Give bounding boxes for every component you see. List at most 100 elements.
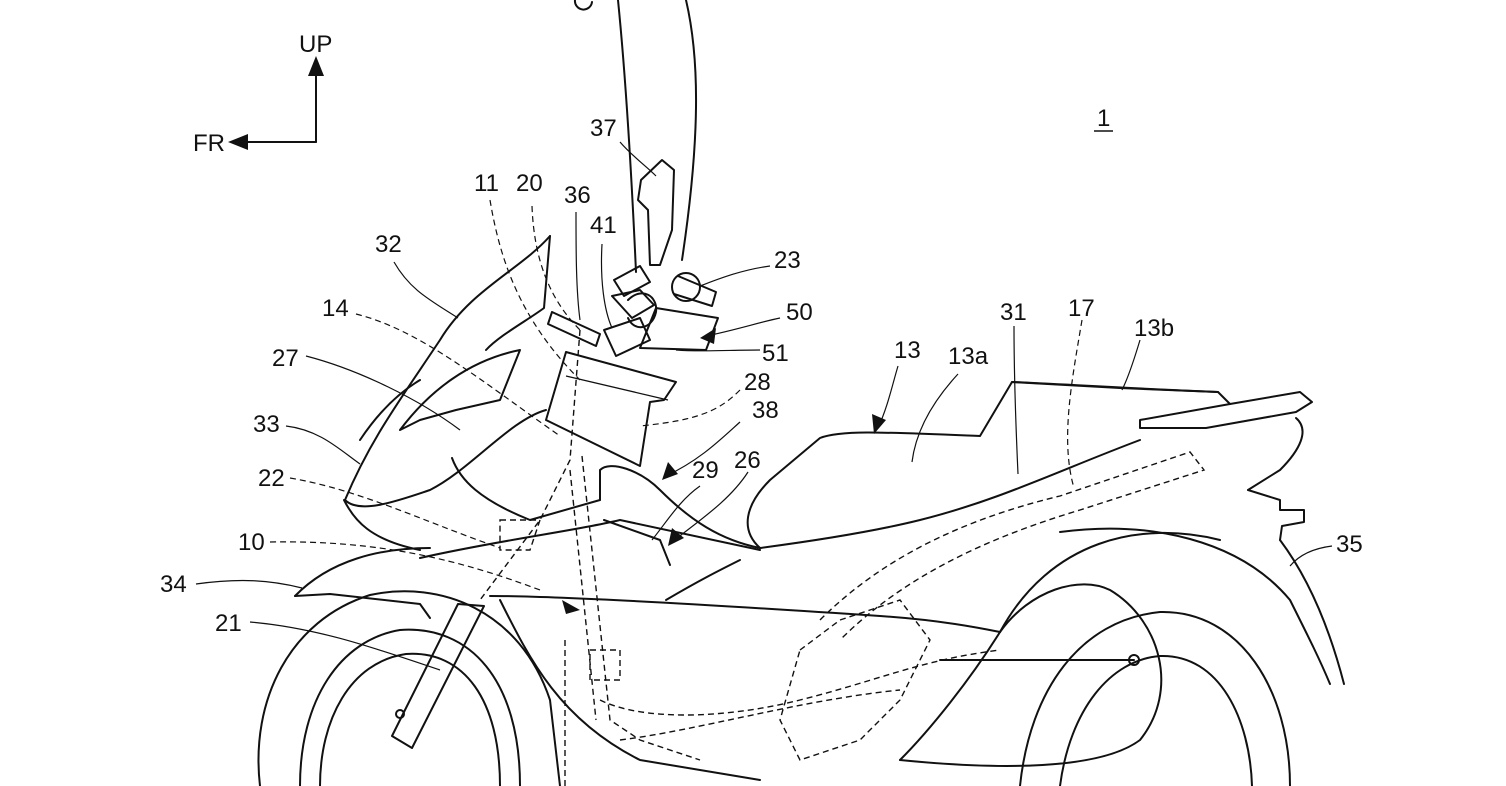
ref-label-14: 14 [322,295,349,322]
down-tube-inner-hidden [569,469,597,721]
lower-frame-hidden [619,689,901,741]
ref-label-38: 38 [752,397,779,424]
floor-side-line [489,595,1001,633]
leader-17 [1067,319,1083,489]
ref-label-28: 28 [744,369,771,396]
handle-housing-50 [639,307,719,351]
hidden-frame-lines [479,329,1206,786]
leader-32 [393,261,459,319]
seat-lower-edge [759,439,1141,549]
ref-label-51: 51 [762,340,789,367]
meter-unit [545,351,677,467]
engine-hidden [779,599,931,761]
ref-label-36: 36 [564,182,591,209]
inner-leg-shield-27 [451,457,601,521]
floor-frame-hidden [599,649,1001,716]
reference-numerals: 32 37 11 20 36 41 23 50 51 14 27 33 22 1… [160,115,1363,637]
tail-light [1247,489,1305,541]
leader-13-arrowhead-icon [872,414,886,434]
leader-10 [269,541,541,591]
leader-23 [699,265,771,287]
leader-51 [675,349,761,352]
ref-label-31: 31 [1000,299,1027,326]
ref-label-26: 26 [734,447,761,474]
handle-lever-block [613,265,651,297]
rider-partial-circle [573,0,593,11]
ref-label-13b: 13b [1134,315,1174,342]
ref-label-37: 37 [590,115,617,142]
handle-clamp [611,289,655,319]
front-cowl [343,235,601,551]
leader-26 [671,471,749,543]
fork-top-hidden [499,519,541,551]
seat-13 [746,381,1231,549]
lower-body-front [499,599,761,781]
leader-29 [651,485,701,541]
front-vent-opening [399,349,521,431]
ref-label-29: 29 [692,457,719,484]
body-rear-lower [899,631,1001,761]
down-tube-hidden [581,455,701,761]
rear-body-lower [999,531,1221,633]
leader-lines [195,141,1333,671]
ref-label-10: 10 [238,529,265,556]
seat-outline-13a [746,381,1231,549]
handle-grip [673,275,717,307]
front-wheel-assembly [257,547,561,786]
rear-tire-inner [1059,654,1253,786]
front-label: FR [193,130,225,157]
leader-14 [355,313,561,437]
bracket-41 [603,317,651,357]
leader-50-arrowhead-icon [700,328,716,344]
leader-28 [639,389,741,427]
leader-13b [1121,339,1141,391]
orientation-indicator: UP FR [193,31,332,157]
figure-number: 1 [1097,105,1110,132]
rear-wheel-assembly [899,583,1291,786]
leader-10-arrowhead-icon [562,600,580,614]
leader-41 [600,243,613,329]
rider-outline [573,0,698,273]
ref-label-13: 13 [894,337,921,364]
front-cover-32 [344,235,551,508]
leader-26-arrowhead-icon [668,528,684,546]
leader-22 [289,477,501,549]
front-arrowhead-icon [228,134,248,150]
ref-label-21: 21 [215,610,242,637]
rear-tire-outer [1019,610,1291,786]
ref-label-11: 11 [474,170,499,197]
floor-panel-29 [603,519,671,566]
leader-35 [1289,545,1333,567]
leader-13a [911,373,959,463]
rear-fender-35 [1279,539,1345,685]
grip-end [671,272,701,302]
leader-27 [305,355,461,431]
rear-fender-inner [1059,527,1331,685]
bracket-36 [547,311,601,347]
headlight-upper [359,379,421,441]
leader-38-arrowhead-icon [662,462,678,480]
meter-unit-edge [565,375,669,401]
ref-label-41: 41 [590,212,617,239]
bracket-hidden [589,649,621,681]
steering-joint [627,292,658,328]
leader-31 [1013,325,1019,475]
swing-arm-unit [899,583,1163,767]
front-fender-34 [294,547,431,597]
rider-hand [637,159,675,266]
front-axle [395,709,405,719]
leader-20 [531,205,581,331]
rider-arm-back [681,0,698,261]
leader-33 [285,425,361,465]
ref-label-13a: 13a [948,343,989,370]
ref-label-50: 50 [786,299,813,326]
leader-37 [619,141,657,177]
tail-cover [1247,417,1304,491]
front-fork-21 [391,603,485,749]
front-tire-inner [299,628,521,786]
ref-label-23: 23 [774,247,801,274]
ref-label-34: 34 [160,571,187,598]
leader-36 [575,211,581,321]
ref-label-17: 17 [1068,295,1095,322]
rear-frame-hidden [819,451,1206,641]
